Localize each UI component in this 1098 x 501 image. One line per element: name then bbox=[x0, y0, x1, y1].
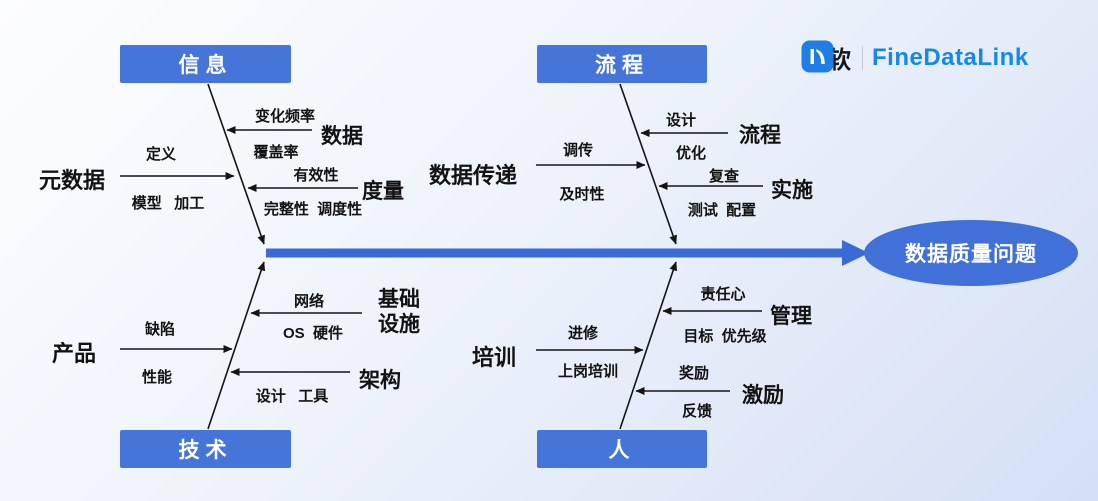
factor-label: 优化 bbox=[675, 145, 707, 162]
factor-label: 进修 bbox=[567, 325, 599, 342]
cause-data-transfer: 数据传递 bbox=[428, 163, 518, 188]
factor-label: 变化频率 bbox=[254, 108, 316, 125]
factor-label: 设计 工具 bbox=[255, 388, 329, 405]
product-name: FineDataLink bbox=[872, 43, 1029, 71]
cause-implementation: 实施 bbox=[771, 179, 813, 202]
effect-ellipse bbox=[864, 220, 1078, 286]
cause-process-flow: 流程 bbox=[739, 124, 781, 147]
category-title-process: 流程 bbox=[595, 54, 649, 77]
category-title-info: 信息 bbox=[178, 54, 233, 77]
cause-infrastructure: 基础设施 bbox=[378, 288, 420, 336]
logo-divider bbox=[862, 45, 863, 70]
factor-label: 测试 配置 bbox=[687, 202, 757, 219]
cause-architecture: 架构 bbox=[359, 369, 401, 392]
cause-product: 产品 bbox=[51, 341, 97, 366]
factor-label: 网络 bbox=[293, 293, 325, 310]
factor-label: 完整性 调度性 bbox=[263, 201, 363, 218]
cause-measure: 度量 bbox=[362, 180, 404, 203]
factor-label: 目标 优先级 bbox=[683, 328, 767, 345]
factor-label: 覆盖率 bbox=[253, 144, 299, 161]
factor-label: 模型 加工 bbox=[131, 195, 205, 212]
category-title-tech: 技术 bbox=[178, 439, 233, 462]
brand-logo: 帆软 FineDataLink bbox=[801, 40, 1029, 75]
cause-training: 培训 bbox=[471, 345, 517, 370]
category-box-info: 信息 bbox=[120, 45, 291, 83]
factor-label: 反馈 bbox=[681, 403, 713, 420]
category-title-people: 人 bbox=[608, 439, 636, 462]
factor-label: 复查 bbox=[708, 168, 740, 185]
factor-label: 有效性 bbox=[293, 167, 339, 184]
category-box-people: 人 bbox=[537, 430, 707, 468]
factor-label: OS 硬件 bbox=[282, 325, 344, 342]
factor-label: 及时性 bbox=[559, 186, 605, 203]
factor-label: 奖励 bbox=[678, 365, 710, 382]
factor-label: 调传 bbox=[562, 142, 594, 159]
effect-label: 数据质量问题 bbox=[905, 243, 1037, 266]
factor-label: 设计 bbox=[665, 112, 697, 129]
cause-data: 数据 bbox=[321, 125, 363, 148]
diagonal-tech bbox=[207, 261, 266, 430]
diagonal-info bbox=[207, 83, 265, 245]
factor-label: 定义 bbox=[145, 146, 177, 163]
factor-label: 上岗培训 bbox=[557, 363, 619, 380]
cause-management: 管理 bbox=[770, 305, 812, 328]
category-box-process: 流程 bbox=[537, 45, 707, 83]
category-box-tech: 技术 bbox=[120, 430, 291, 468]
cause-incentive: 激励 bbox=[742, 384, 784, 407]
spine-arrowhead bbox=[842, 240, 869, 266]
diagonal-process bbox=[619, 83, 677, 245]
factor-label: 缺陷 bbox=[144, 321, 176, 338]
cause-metadata: 元数据 bbox=[38, 168, 106, 193]
diagonal-people bbox=[619, 261, 678, 430]
fanruan-logo-icon bbox=[801, 40, 834, 73]
factor-label: 责任心 bbox=[700, 286, 746, 303]
factor-label: 性能 bbox=[141, 369, 173, 386]
